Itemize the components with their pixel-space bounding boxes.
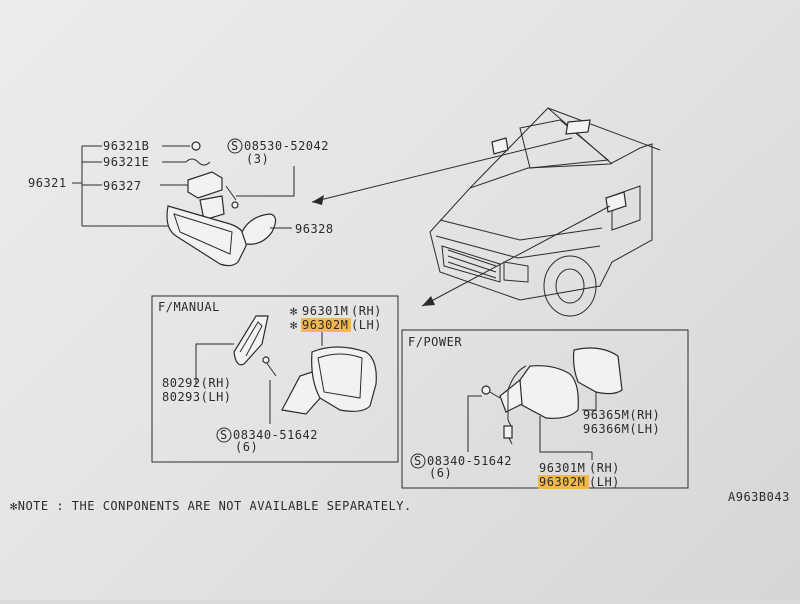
manual-mirror-lh-side: (LH)	[351, 318, 382, 332]
leader-lines	[160, 145, 190, 186]
footnote: ✻NOTE : THE CONPONENTS ARE NOT AVAILABLE…	[10, 499, 412, 513]
manual-mirror-rh-side: (RH)	[351, 304, 382, 318]
screw-leader	[225, 185, 237, 201]
arrow-to-interior-mirror	[311, 137, 573, 203]
mark-rh: ✻	[290, 304, 298, 318]
power-lh-highlight	[538, 475, 589, 489]
interior-mirror-group: 96321 96321B 96321E 96327 96328 S 08530-…	[28, 138, 334, 267]
manual-box-label: F/MANUAL	[158, 300, 220, 314]
screw-callout-line	[236, 166, 295, 197]
cover-part	[241, 213, 277, 245]
manual-screw-qty: (6)	[235, 440, 258, 454]
power-screw-symbol: S	[414, 454, 422, 468]
power-screw-shaft	[489, 391, 501, 399]
screw-symbol-circle	[216, 427, 232, 443]
hood-lines	[435, 219, 603, 259]
screw-number: 08530-52042	[244, 139, 329, 153]
figure-code: A963B043	[728, 490, 790, 504]
power-mirror-head	[519, 365, 579, 419]
headlamp	[503, 261, 529, 283]
truck-illustration	[429, 107, 661, 317]
wheel-hub	[555, 268, 585, 304]
screw-symbol: S	[231, 139, 239, 153]
label-96328: 96328	[295, 222, 334, 236]
power-glass-lh: 96366M(LH)	[583, 422, 660, 436]
grille-slats	[447, 249, 497, 279]
power-mirror-box: F/POWER 96365M(RH) 96366M(LH) S 08340-51…	[401, 329, 689, 489]
gasket-part	[233, 315, 269, 366]
manual-screw-number: 08340-51642	[233, 428, 318, 442]
screw-part	[231, 201, 239, 209]
power-mirror-base	[499, 378, 523, 413]
stay-part	[199, 195, 225, 221]
truck-body-outline	[429, 143, 653, 301]
label-96321b: 96321B	[103, 139, 149, 153]
manual-box-frame	[151, 295, 399, 463]
label-96321e: 96321E	[103, 155, 149, 169]
gasket-leader	[195, 343, 234, 384]
manual-screw-symbol: S	[220, 428, 228, 442]
manual-mirror-rh: 96301M	[302, 304, 348, 318]
assembly-number: 96321	[28, 176, 67, 190]
front-wheel	[543, 255, 597, 317]
arrow-to-outside-mirror	[421, 205, 611, 307]
side-mirror-left	[491, 137, 509, 155]
manual-mirror-box: F/MANUAL ✻ 96301M (RH) ✻ 96302M (LH) 802…	[151, 295, 399, 463]
door-window	[611, 185, 641, 231]
power-box-label: F/POWER	[408, 335, 462, 349]
screw-head	[262, 356, 270, 364]
screw-symbol-circle	[410, 453, 426, 469]
power-glass-rh: 96365M(RH)	[583, 408, 660, 422]
pointer-arrows	[311, 137, 611, 307]
manual-mirror-lh: 96302M	[302, 318, 348, 332]
gasket-lh: 80293(LH)	[162, 390, 232, 404]
power-mirror-rh: 96301M	[539, 461, 585, 475]
gasket-inner	[239, 321, 263, 357]
screw-part	[265, 361, 277, 377]
mark-lh: ✻	[290, 318, 298, 332]
power-mirror-lh: 96302M	[539, 475, 585, 489]
screw-symbol-circle	[227, 138, 243, 154]
inside-mirror-on-truck	[565, 119, 591, 135]
power-screw-qty: (6)	[429, 466, 452, 480]
power-mirror-glass	[572, 347, 623, 395]
bracket-lines	[72, 145, 180, 227]
bracket-part	[187, 171, 223, 199]
screw-qty: (3)	[246, 152, 269, 166]
grille	[441, 245, 501, 283]
power-screw-number: 08340-51642	[427, 454, 512, 468]
mirror-glass	[173, 213, 233, 255]
gasket-rh: 80292(RH)	[162, 376, 232, 390]
windshield	[519, 119, 610, 169]
manual-mirror-glass	[317, 353, 363, 399]
power-mirror-lh-side: (LH)	[589, 475, 620, 489]
spring-part	[185, 158, 211, 166]
manual-lh-highlight	[301, 318, 351, 332]
power-screw-head	[481, 385, 491, 395]
label-96327: 96327	[103, 179, 142, 193]
connector-part	[503, 425, 513, 439]
arrowhead-outside	[422, 296, 435, 306]
power-screw-leader	[467, 395, 482, 452]
outside-mirror-on-truck	[605, 191, 627, 213]
glass-leader	[582, 392, 597, 411]
cap-part	[191, 141, 201, 151]
arrowhead-interior	[312, 195, 324, 205]
power-mirror-rh-side: (RH)	[589, 461, 620, 475]
power-mirror-leader	[539, 416, 593, 460]
